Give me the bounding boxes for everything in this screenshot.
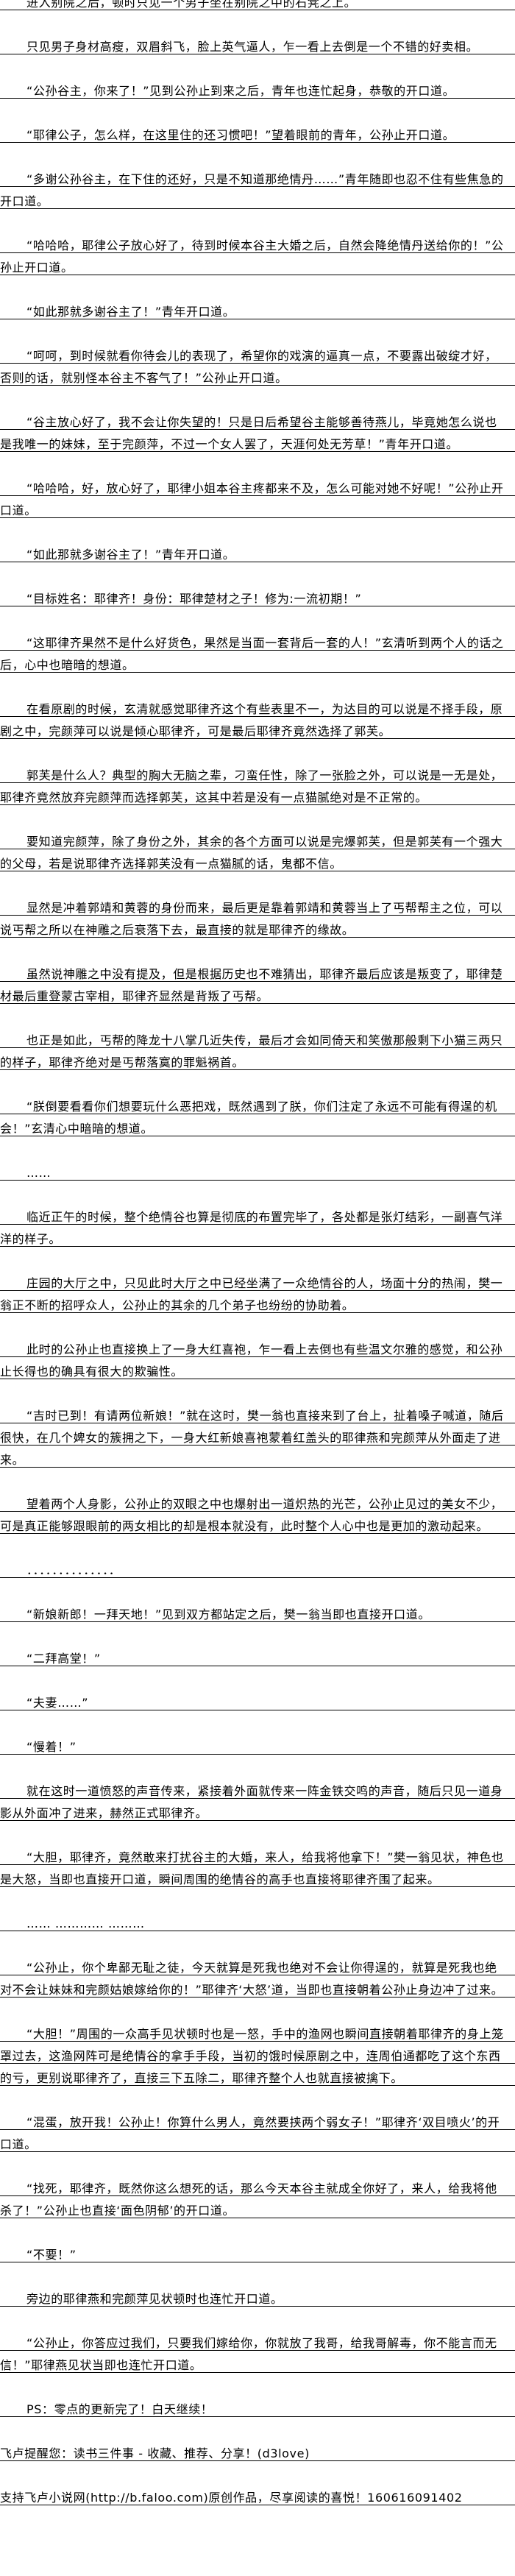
paragraph-text: 临近正午的时候，整个绝情谷也算是彻底的布置完毕了，各处都是张灯结彩，一副喜气洋洋… (0, 1210, 503, 1246)
paragraph-text: “大胆！”周围的一众高手见状顿时也是一怒，手中的渔网也瞬间直接朝着耶律齐的身上笼… (0, 2027, 504, 2085)
paragraph: “谷主放心好了，我不会让你失望的！只是日后希望谷主能够善待燕儿，毕竟她怎么说也是… (0, 408, 515, 452)
paragraph-text: 就在这时一道愤怒的声音传来，紧接着外面就传来一阵金铁交鸣的声音，随后只见一道身影… (0, 1784, 503, 1820)
paragraph: “如此那就多谢谷主了！”青年开口道。 (0, 540, 515, 562)
paragraph-text: “夫妻……” (26, 1696, 89, 1710)
paragraph-text: 进入别院之后，顿时只见一个男子坐在别院之中的石凳之上。 (26, 0, 357, 10)
paragraph-text: ．．．．．．．．．．．．．． (26, 1563, 121, 1577)
paragraph-text: “公孙谷主，你来了！”见到公孙止到来之后，青年也连忙起身，恭敬的开口道。 (26, 84, 455, 98)
paragraph-text: “新娘新郎！一拜天地！”见到双方都站定之后，樊一翁当即也直接开口道。 (26, 1607, 430, 1621)
paragraph: “不要！” (0, 2240, 515, 2262)
paragraph-text: “公孙止，你个卑鄙无耻之徒，今天就算是死我也绝对不会让你得逞的，就算是死我也绝对… (0, 1961, 504, 1997)
paragraph: “大胆！”周围的一众高手见状顿时也是一怒，手中的渔网也瞬间直接朝着耶律齐的身上笼… (0, 2020, 515, 2086)
paragraph: “夫妻……” (0, 1688, 515, 1710)
paragraph-text: “混蛋，放开我！公孙止！你算什么男人，竟然要挟两个弱女子！”耶律齐‘双目喷火’的… (0, 2115, 500, 2151)
paragraph-text: “慢着！” (26, 1740, 77, 1754)
paragraph-text: “谷主放心好了，我不会让你失望的！只是日后希望谷主能够善待燕儿，毕竟她怎么说也是… (0, 415, 497, 451)
paragraph: “如此那就多谢谷主了！”青年开口道。 (0, 297, 515, 319)
paragraph: 临近正午的时候，整个绝情谷也算是彻底的布置完毕了，各处都是张灯结彩，一副喜气洋洋… (0, 1203, 515, 1247)
paragraph-text: “朕倒要看看你们想要玩什么恶把戏，既然遇到了朕，你们注定了永远不可能有得逞的机会… (0, 1100, 497, 1136)
paragraph: “找死，耶律齐，既然你这么想死的话，那么今天本谷主就成全你好了，来人，给我将他杀… (0, 2174, 515, 2218)
paragraph: “吉时已到！有请两位新娘！”就在这时，樊一翁也直接来到了台上，扯着嗓子喊道，随后… (0, 1401, 515, 1468)
paragraph-text: “目标姓名：耶律齐！身份：耶律楚材之子！修为:一流初期！” (26, 592, 362, 606)
paragraph-text: 旁边的耶律燕和完颜萍见状顿时也连忙开口道。 (26, 2292, 283, 2306)
paragraph: PS：零点的更新完了！白天继续！ (0, 2395, 515, 2417)
paragraph-text: “找死，耶律齐，既然你这么想死的话，那么今天本谷主就成全你好了，来人，给我将他杀… (0, 2182, 497, 2218)
paragraph: …… (0, 1158, 515, 1181)
paragraph-text: …… ………… ……… (26, 1917, 145, 1931)
paragraph-text: 庄园的大厅之中，只见此时大厅之中已经坐满了一众绝情谷的人，场面十分的热闹，樊一翁… (0, 1276, 503, 1312)
paragraph: “多谢公孙谷主，在下住的还好，只是不知道那绝情丹……”青年随即也忍不住有些焦急的… (0, 165, 515, 209)
paragraph: “二拜高堂！” (0, 1644, 515, 1666)
paragraph-text: “公孙止，你答应过我们，只要我们嫁给你，你就放了我哥，给我哥解毒，你不能言而无信… (0, 2336, 497, 2372)
paragraph: “耶律公子，怎么样，在这里住的还习惯吧！”望着眼前的青年，公孙止开口道。 (0, 121, 515, 143)
paragraph-text: “哈哈哈，好，放心好了，耶律小姐本谷主疼都来不及，怎么可能对她不好呢！”公孙止开… (0, 481, 504, 517)
paragraph: 此时的公孙止也直接换上了一身大红喜袍，乍一看上去倒也有些温文尔雅的感觉，和公孙止… (0, 1335, 515, 1379)
paragraph: “公孙止，你个卑鄙无耻之徒，今天就算是死我也绝对不会让你得逞的，就算是死我也绝对… (0, 1953, 515, 1998)
paragraph-text: “哈哈哈，耶律公子放心好了，待到时候本谷主大婚之后，自然会降绝情丹送给你的！”公… (0, 238, 504, 275)
paragraph: 显然是冲着郭靖和黄蓉的身份而来，最后更是靠着郭靖和黄蓉当上了丐帮帮主之位，可以说… (0, 894, 515, 938)
paragraph: …… ………… ……… (0, 1909, 515, 1931)
paragraph-text: “大胆，耶律齐，竟然敢来打扰谷主的大婚，来人，给我将他拿下！”樊一翁见状，神色也… (0, 1850, 504, 1886)
paragraph-text: 望着两个人身影，公孙止的双眼之中也爆射出一道炽热的光芒，公孙止见过的美女不少，可… (0, 1497, 503, 1533)
paragraph: 郭芙是什么人？典型的胸大无脑之辈，刁蛮任性，除了一张脸之外，可以说是一无是处，耶… (0, 761, 515, 805)
paragraph-text: 郭芙是什么人？典型的胸大无脑之辈，刁蛮任性，除了一张脸之外，可以说是一无是处，耶… (0, 768, 503, 804)
paragraph-text: 显然是冲着郭靖和黄蓉的身份而来，最后更是靠着郭靖和黄蓉当上了丐帮帮主之位，可以说… (0, 901, 503, 937)
paragraph: 在看原剧的时候，玄清就感觉耶律齐这个有些表里不一，为达目的可以说是不择手段，原剧… (0, 695, 515, 739)
paragraph-text: 在看原剧的时候，玄清就感觉耶律齐这个有些表里不一，为达目的可以说是不择手段，原剧… (0, 702, 503, 738)
paragraph: 只见男子身材高瘦，双眉斜飞，脸上英气逼人，乍一看上去倒是一个不错的好卖相。 (0, 32, 515, 54)
paragraph-text: “不要！” (26, 2248, 77, 2262)
paragraph: “哈哈哈，好，放心好了，耶律小姐本谷主疼都来不及，怎么可能对她不好呢！”公孙止开… (0, 474, 515, 518)
paragraph-text: 虽然说神雕之中没有提及，但是根据历史也不难猜出，耶律齐最后应该是叛变了，耶律楚材… (0, 967, 503, 1003)
paragraph: “慢着！” (0, 1733, 515, 1755)
paragraph-text: PS：零点的更新完了！白天继续！ (26, 2402, 213, 2416)
paragraph: “公孙止，你答应过我们，只要我们嫁给你，你就放了我哥，给我哥解毒，你不能言而无信… (0, 2329, 515, 2373)
paragraph-text: “呵呵，到时候就看你待会儿的表现了，希望你的戏演的逼真一点，不要露出破绽才好，否… (0, 349, 497, 385)
paragraph: 就在这时一道愤怒的声音传来，紧接着外面就传来一阵金铁交鸣的声音，随后只见一道身影… (0, 1777, 515, 1821)
footer-notice: 飞卢提醒您：读书三件事 - 收藏、推荐、分享！(d3love) (0, 2439, 515, 2461)
paragraph-text: 也正是如此，丐帮的降龙十八掌几近失传，最后才会如同倚天和笑傲那般剩下小猫三两只的… (0, 1033, 503, 1069)
paragraph: 进入别院之后，顿时只见一个男子坐在别院之中的石凳之上。 (0, 0, 515, 10)
paragraph: “公孙谷主，你来了！”见到公孙止到来之后，青年也连忙起身，恭敬的开口道。 (0, 77, 515, 99)
paragraph-text: “耶律公子，怎么样，在这里住的还习惯吧！”望着眼前的青年，公孙止开口道。 (26, 128, 455, 142)
paragraph-text: 只见男子身材高瘦，双眉斜飞，脸上英气逼人，乍一看上去倒是一个不错的好卖相。 (26, 40, 479, 54)
paragraph-text: “二拜高堂！” (26, 1652, 101, 1666)
paragraph: 望着两个人身影，公孙止的双眼之中也爆射出一道炽热的光芒，公孙止见过的美女不少，可… (0, 1490, 515, 1534)
paragraph: “哈哈哈，耶律公子放心好了，待到时候本谷主大婚之后，自然会降绝情丹送给你的！”公… (0, 231, 515, 275)
paragraph-text: …… (26, 1166, 52, 1180)
paragraph: 虽然说神雕之中没有提及，但是根据历史也不难猜出，耶律齐最后应该是叛变了，耶律楚材… (0, 960, 515, 1004)
paragraph-text: 飞卢提醒您：读书三件事 - 收藏、推荐、分享！(d3love) (0, 2446, 310, 2460)
paragraph: “这耶律齐果然不是什么好货色，果然是当面一套背后一套的人！”玄清听到两个人的话之… (0, 629, 515, 673)
paragraph-text: 支持飞卢小说网(http://b.faloo.com)原创作品，尽享阅读的喜悦！… (0, 2491, 463, 2505)
paragraph: 要知道完颜萍，除了身份之外，其余的各个方面可以说是完爆郭芙，但是郭芙有一个强大的… (0, 827, 515, 871)
paragraph: “目标姓名：耶律齐！身份：耶律楚材之子！修为:一流初期！” (0, 584, 515, 606)
paragraph: 旁边的耶律燕和完颜萍见状顿时也连忙开口道。 (0, 2285, 515, 2307)
paragraph-text: 要知道完颜萍，除了身份之外，其余的各个方面可以说是完爆郭芙，但是郭芙有一个强大的… (0, 835, 503, 871)
paragraph: ．．．．．．．．．．．．．． (0, 1556, 515, 1578)
paragraph-text: “多谢公孙谷主，在下住的还好，只是不知道那绝情丹……”青年随即也忍不住有些焦急的… (0, 172, 504, 208)
paragraph-text: “这耶律齐果然不是什么好货色，果然是当面一套背后一套的人！”玄清听到两个人的话之… (0, 636, 504, 672)
paragraph: “混蛋，放开我！公孙止！你算什么男人，竟然要挟两个弱女子！”耶律齐‘双目喷火’的… (0, 2108, 515, 2152)
paragraph: “朕倒要看看你们想要玩什么恶把戏，既然遇到了朕，你们注定了永远不可能有得逞的机会… (0, 1092, 515, 1136)
paragraph-text: 此时的公孙止也直接换上了一身大红喜袍，乍一看上去倒也有些温文尔雅的感觉，和公孙止… (0, 1342, 503, 1379)
footer-notice: 支持飞卢小说网(http://b.faloo.com)原创作品，尽享阅读的喜悦！… (0, 2483, 515, 2505)
paragraph-text: “吉时已到！有请两位新娘！”就在这时，樊一翁也直接来到了台上，扯着嗓子喊道，随后… (0, 1409, 504, 1467)
paragraph: “新娘新郎！一拜天地！”见到双方都站定之后，樊一翁当即也直接开口道。 (0, 1600, 515, 1622)
paragraph: “大胆，耶律齐，竟然敢来打扰谷主的大婚，来人，给我将他拿下！”樊一翁见状，神色也… (0, 1843, 515, 1887)
paragraph: 也正是如此，丐帮的降龙十八掌几近失传，最后才会如同倚天和笑傲那般剩下小猫三两只的… (0, 1026, 515, 1070)
paragraph-text: “如此那就多谢谷主了！”青年开口道。 (26, 548, 235, 562)
paragraph: “呵呵，到时候就看你待会儿的表现了，希望你的戏演的逼真一点，不要露出破绽才好，否… (0, 342, 515, 386)
paragraph-text: “如此那就多谢谷主了！”青年开口道。 (26, 305, 235, 319)
paragraph: 庄园的大厅之中，只见此时大厅之中已经坐满了一众绝情谷的人，场面十分的热闹，樊一翁… (0, 1269, 515, 1313)
